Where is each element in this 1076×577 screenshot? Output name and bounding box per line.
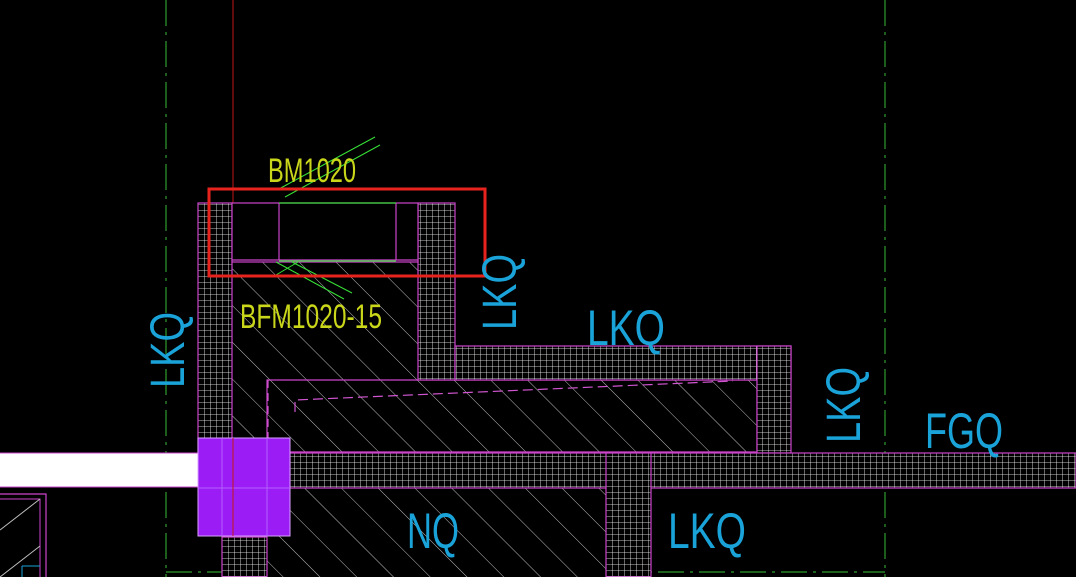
wall-vertical-lower[interactable] [605,452,652,577]
window-frame[interactable] [231,202,419,263]
wall-pier-upper[interactable] [417,202,456,381]
selection-rectangle-icon[interactable] [207,187,487,278]
label-lkq-upper-right: LKQ [587,300,665,356]
bottom-left-outline [0,493,47,577]
leader-bm-1 [276,136,376,191]
label-bfm-door: BFM1020-15 [240,298,382,336]
label-lkq-pier-vertical: LKQ [474,254,527,330]
label-lkq-bottom: LKQ [668,503,746,559]
label-bm-window: BM1020 [268,152,356,190]
wall-left-vertical[interactable] [197,202,233,454]
wall-horizontal-upper[interactable] [454,345,792,381]
label-lkq-right-vertical: LKQ [818,367,871,443]
wall-horizontal-lower[interactable] [289,452,1076,489]
bottom-left-hatch [0,498,41,577]
leader-bfm-3 [275,261,299,276]
pink-dashed-slope [294,380,734,412]
wall-left-lower-stub[interactable] [221,536,268,577]
wall-vertical-right[interactable] [756,345,792,454]
structural-column-icon[interactable] [197,437,291,537]
white-beam[interactable] [0,453,198,487]
diagonal-hatch-area-upper[interactable] [232,262,418,452]
label-fgq: FGQ [925,403,1003,459]
label-nq: NQ [407,503,459,559]
label-lkq-left-vertical: LKQ [142,312,195,388]
